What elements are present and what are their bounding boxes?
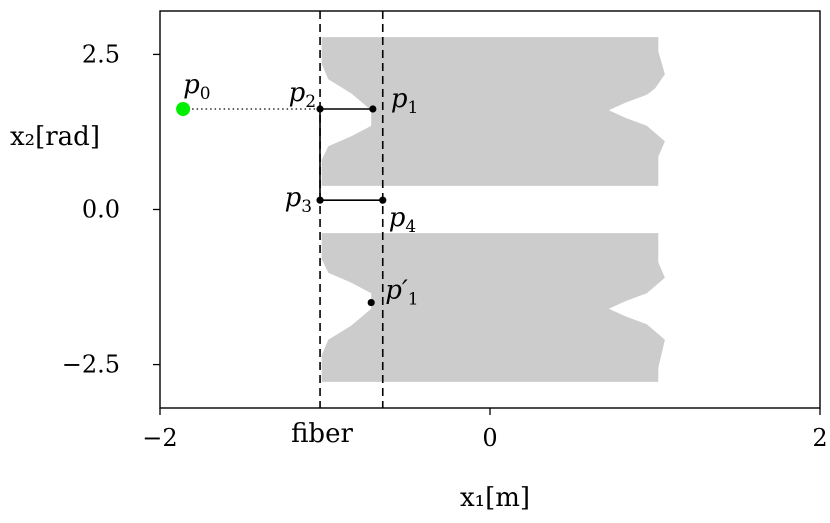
point-label-p1: p1 [391,84,418,118]
trajectory-points: p0 p1 p2 p3 p4 p′1 [176,70,419,310]
x-tick-label: 0 [482,424,497,452]
point-label-p2: p2 [289,78,316,112]
solid-path [319,108,383,201]
point-label-p0: p0 [183,70,210,104]
point-p1 [369,105,377,113]
x-axis-label: x₁[m] [460,483,530,513]
shaded-regions [321,37,665,382]
point-p0 [176,102,191,117]
shaded-region-lower [321,233,665,382]
x-tick-label: −2 [142,424,177,452]
point-label-p1-prime: p′1 [385,276,418,310]
fiber-label: fiber [291,419,353,449]
point-p3 [316,196,324,204]
trajectory-paths [183,108,383,201]
fiber-lines [319,11,384,408]
point-p4 [379,196,387,204]
point-label-p3: p3 [285,183,312,217]
shaded-region-upper [321,37,665,186]
x-tick-label: 2 [812,424,827,452]
axis-ticks: −2 0 2 2.5 0.0 −2.5 [62,40,828,452]
y-tick-label: −2.5 [62,351,120,379]
y-tick-label: 0.0 [82,196,120,224]
y-tick-label: 2.5 [82,40,120,68]
point-p1-prime [367,298,375,307]
point-p2 [316,105,324,113]
point-label-p4: p4 [389,203,416,237]
y-axis-label: x₂[rad] [10,122,100,152]
